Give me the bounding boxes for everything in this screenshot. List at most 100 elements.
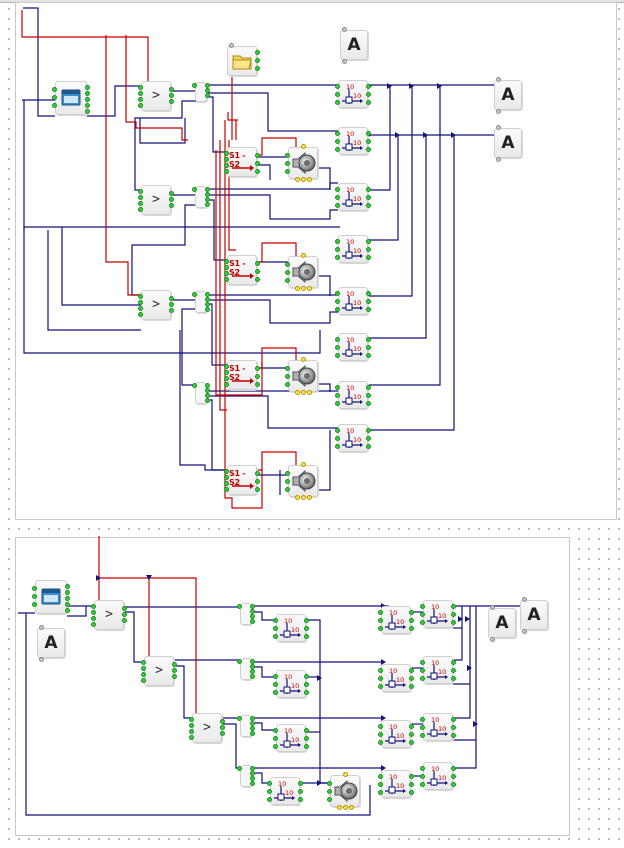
port-pin[interactable] bbox=[32, 586, 37, 591]
audio-port-pin[interactable] bbox=[295, 286, 300, 291]
junction-node[interactable] bbox=[237, 658, 255, 680]
port-pin[interactable] bbox=[304, 626, 309, 631]
port-pin[interactable] bbox=[138, 91, 143, 96]
port-pin[interactable] bbox=[451, 660, 456, 665]
audio-port-pin[interactable] bbox=[301, 390, 306, 395]
port-pin[interactable] bbox=[250, 716, 255, 721]
port-pin[interactable] bbox=[273, 618, 278, 623]
port-pin[interactable] bbox=[52, 87, 57, 92]
port-pin[interactable] bbox=[138, 97, 143, 102]
port-pin[interactable] bbox=[420, 782, 425, 787]
port-pin[interactable] bbox=[273, 634, 278, 639]
port-pin[interactable] bbox=[409, 782, 414, 787]
port-pin[interactable] bbox=[255, 58, 260, 63]
port-pin[interactable] bbox=[65, 596, 70, 601]
port-pin[interactable] bbox=[420, 660, 425, 665]
audio-port-pin[interactable] bbox=[301, 144, 306, 149]
port-pin[interactable] bbox=[335, 255, 340, 260]
port-pin[interactable] bbox=[122, 618, 127, 623]
port-pin[interactable] bbox=[285, 382, 290, 387]
port-pin[interactable] bbox=[420, 668, 425, 673]
port-pin[interactable] bbox=[420, 733, 425, 738]
port-pin[interactable] bbox=[65, 608, 70, 613]
port-pin[interactable] bbox=[285, 262, 290, 267]
junction-node[interactable] bbox=[192, 186, 210, 208]
port-pin[interactable] bbox=[335, 345, 340, 350]
port-pin[interactable] bbox=[409, 676, 414, 681]
port-pin[interactable] bbox=[169, 99, 174, 104]
port-pin[interactable] bbox=[255, 261, 260, 266]
port-pin[interactable] bbox=[138, 189, 143, 194]
port-pin[interactable] bbox=[138, 312, 143, 317]
comparator-node[interactable]: > bbox=[138, 81, 174, 111]
port-pin[interactable] bbox=[298, 789, 303, 794]
port-pin[interactable] bbox=[335, 385, 340, 390]
port-pin[interactable] bbox=[205, 383, 210, 388]
port-pin[interactable] bbox=[189, 723, 194, 728]
port-pin[interactable] bbox=[255, 479, 260, 484]
port-pin[interactable] bbox=[122, 606, 127, 611]
port-pin[interactable] bbox=[335, 299, 340, 304]
audio-port-pin[interactable] bbox=[295, 390, 300, 395]
port-pin[interactable] bbox=[52, 103, 57, 108]
port-pin[interactable] bbox=[85, 85, 90, 90]
port-pin[interactable] bbox=[335, 307, 340, 312]
port-pin[interactable] bbox=[366, 147, 371, 152]
port-pin[interactable] bbox=[205, 202, 210, 207]
port-pin[interactable] bbox=[378, 724, 383, 729]
port-pin[interactable] bbox=[378, 740, 383, 745]
port-pin[interactable] bbox=[285, 153, 290, 158]
port-pin[interactable] bbox=[304, 618, 309, 623]
port-pin[interactable] bbox=[366, 195, 371, 200]
port-pin[interactable] bbox=[65, 602, 70, 607]
audio-port-pin[interactable] bbox=[301, 177, 306, 182]
port-pin[interactable] bbox=[335, 139, 340, 144]
port-pin[interactable] bbox=[335, 436, 340, 441]
port-pin[interactable] bbox=[169, 302, 174, 307]
port-pin[interactable] bbox=[335, 401, 340, 406]
output-display-node[interactable]: A bbox=[520, 597, 548, 634]
port-pin[interactable] bbox=[366, 385, 371, 390]
port-pin[interactable] bbox=[65, 590, 70, 595]
port-pin[interactable] bbox=[366, 203, 371, 208]
audio-port-pin[interactable] bbox=[295, 495, 300, 500]
port-pin[interactable] bbox=[141, 666, 146, 671]
port-pin[interactable] bbox=[192, 292, 197, 297]
port-pin[interactable] bbox=[138, 300, 143, 305]
audio-port-pin[interactable] bbox=[295, 177, 300, 182]
audio-port-pin[interactable] bbox=[301, 462, 306, 467]
port-pin[interactable] bbox=[250, 674, 255, 679]
port-pin[interactable] bbox=[335, 247, 340, 252]
audio-port-pin[interactable] bbox=[307, 390, 312, 395]
port-pin[interactable] bbox=[366, 299, 371, 304]
speaker-node[interactable] bbox=[285, 462, 318, 500]
port-pin[interactable] bbox=[304, 744, 309, 749]
port-pin[interactable] bbox=[335, 147, 340, 152]
port-pin[interactable] bbox=[335, 92, 340, 97]
port-pin[interactable] bbox=[91, 610, 96, 615]
port-pin[interactable] bbox=[304, 728, 309, 733]
port-pin[interactable] bbox=[237, 659, 242, 664]
port-pin[interactable] bbox=[409, 668, 414, 673]
port-pin[interactable] bbox=[409, 732, 414, 737]
port-pin[interactable] bbox=[273, 744, 278, 749]
port-pin[interactable] bbox=[409, 610, 414, 615]
port-pin[interactable] bbox=[409, 618, 414, 623]
port-pin[interactable] bbox=[451, 604, 456, 609]
port-pin[interactable] bbox=[285, 366, 290, 371]
port-pin[interactable] bbox=[285, 471, 290, 476]
junction-node[interactable] bbox=[192, 82, 210, 102]
comparator-node[interactable]: > bbox=[189, 713, 225, 743]
port-pin[interactable] bbox=[378, 732, 383, 737]
speaker-node[interactable] bbox=[285, 253, 318, 291]
port-pin[interactable] bbox=[335, 100, 340, 105]
port-pin[interactable] bbox=[205, 388, 210, 393]
port-pin[interactable] bbox=[205, 297, 210, 302]
